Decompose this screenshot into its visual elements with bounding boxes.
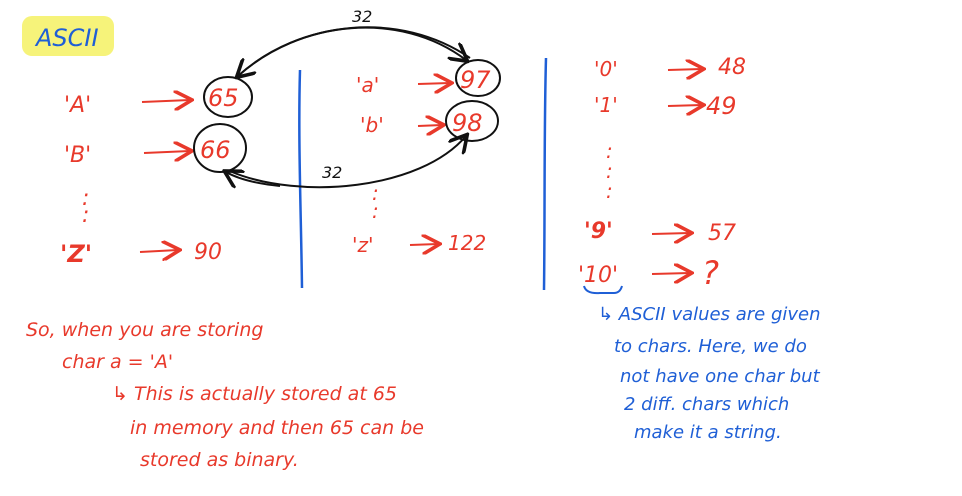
note-blue-line-5: make it a string. xyxy=(634,422,782,443)
arrow-B xyxy=(143,151,190,153)
char-Z: 'Z' xyxy=(60,240,92,268)
arrow-98-to-66-head xyxy=(226,172,281,186)
note-red-line-2: char a = 'A' xyxy=(62,351,173,373)
title: ASCII xyxy=(34,24,99,52)
value-90: 90 xyxy=(194,240,222,265)
note-red-line-5: stored as binary. xyxy=(140,449,299,471)
title-highlight xyxy=(22,16,114,56)
value-98: 98 xyxy=(452,109,483,137)
divider-right xyxy=(542,57,548,291)
value-122: 122 xyxy=(448,231,486,255)
note-blue-line-3: not have one char but xyxy=(620,366,821,387)
char-1: '1' xyxy=(594,93,618,117)
value-49: 49 xyxy=(706,92,737,120)
arrow-9 xyxy=(651,233,690,234)
arrow-10 xyxy=(651,273,690,274)
char-A: 'A' xyxy=(64,93,91,118)
arrow-97-head xyxy=(237,26,466,77)
arrow-a xyxy=(417,83,450,84)
value-66: 66 xyxy=(200,136,231,164)
note-red-line-4: in memory and then 65 can be xyxy=(130,417,424,439)
divider-left xyxy=(298,69,304,289)
lower-dots: : xyxy=(372,181,379,205)
lower-dots-2: : xyxy=(372,199,379,223)
circle-66 xyxy=(193,123,247,173)
upper-dots: : xyxy=(82,186,89,211)
arrow-1 xyxy=(667,105,702,106)
note-blue-line-1: ↳ ASCII values are given xyxy=(598,304,821,325)
digit-dots-2: : xyxy=(606,159,613,183)
value-unknown: ? xyxy=(702,254,719,292)
note-blue-line-2: to chars. Here, we do xyxy=(614,336,807,357)
brace-10 xyxy=(583,285,623,295)
label-32-top: 32 xyxy=(352,7,372,26)
char-z: 'z' xyxy=(352,233,374,257)
circle-98 xyxy=(445,100,499,142)
arrow-0 xyxy=(667,69,702,70)
upper-dots-2: : xyxy=(82,203,89,228)
label-32-bottom: 32 xyxy=(322,163,342,182)
note-red-line-3: ↳ This is actually stored at 65 xyxy=(112,383,397,405)
digit-dots-3: : xyxy=(606,179,613,203)
arrow-Z xyxy=(139,250,178,252)
circle-65 xyxy=(203,76,253,118)
circle-97 xyxy=(455,59,501,97)
value-57: 57 xyxy=(708,221,736,246)
char-B: 'B' xyxy=(64,143,91,168)
value-65: 65 xyxy=(208,84,239,112)
char-10: '10' xyxy=(578,263,618,288)
arrow-A xyxy=(141,100,190,102)
note-blue-line-4: 2 diff. chars which xyxy=(624,394,789,415)
arrow-b xyxy=(417,125,442,126)
value-97: 97 xyxy=(460,66,491,94)
arrow-z xyxy=(409,244,438,245)
char-0: '0' xyxy=(594,57,618,81)
char-a: 'a' xyxy=(356,73,379,97)
char-9: '9' xyxy=(584,219,613,244)
value-48: 48 xyxy=(718,55,746,80)
digit-dots: : xyxy=(606,139,613,163)
arrow-66-to-98 xyxy=(231,136,466,189)
note-red-line-1: So, when you are storing xyxy=(26,319,263,341)
char-b: 'b' xyxy=(360,113,384,137)
